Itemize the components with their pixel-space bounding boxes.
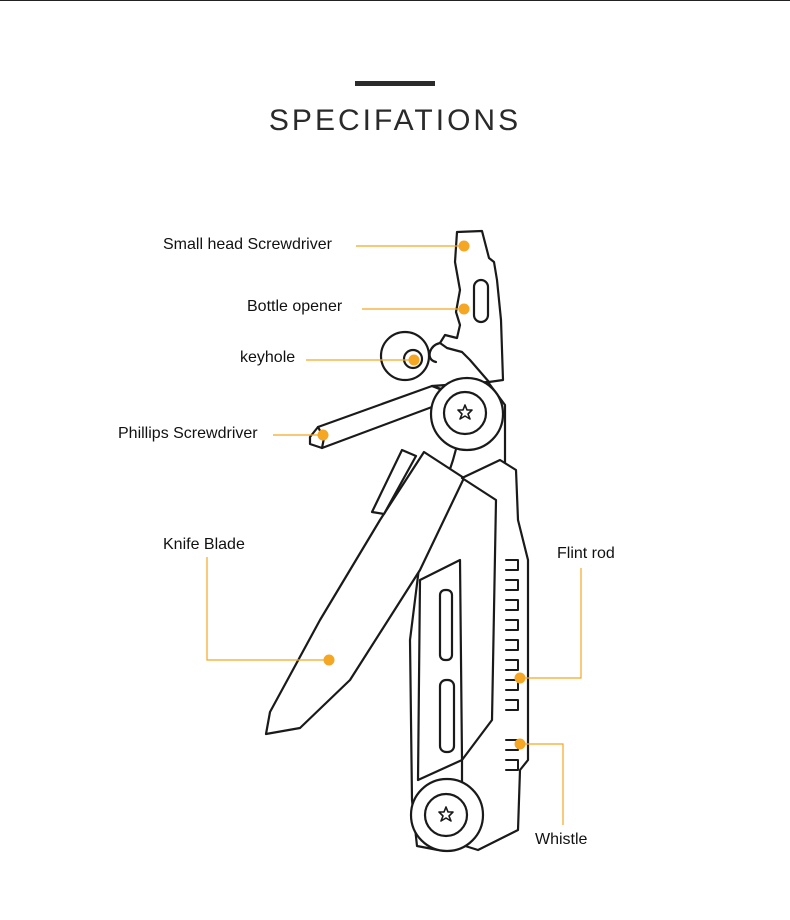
label-whistle: Whistle <box>535 831 588 848</box>
callout-leaders <box>206 245 582 825</box>
label-flint-rod: Flint rod <box>557 545 615 562</box>
title-accent-bar <box>355 81 435 86</box>
top-tool-arm <box>438 229 505 384</box>
leader-flint-rod <box>520 568 582 679</box>
handle-rail <box>416 558 464 782</box>
page-title: SPECIFATIONS <box>268 104 522 137</box>
dot-flint-rod <box>514 672 526 684</box>
knife-blade-shape <box>264 450 466 736</box>
bottle-opener-slot <box>472 278 490 324</box>
bottle-opener-hook <box>428 341 442 364</box>
label-phillips-screwdriver: Phillips Screwdriver <box>118 425 258 442</box>
leader-whistle <box>520 743 564 825</box>
top-divider-line <box>0 0 790 1</box>
leader-knife-blade <box>206 557 329 661</box>
right-handle <box>460 458 530 852</box>
upper-pivot-star <box>457 404 473 420</box>
dot-bottle-opener <box>458 303 470 315</box>
label-small-head-screwdriver: Small head Screwdriver <box>163 236 332 253</box>
label-bottle-opener: Bottle opener <box>247 298 343 315</box>
knife-blade-slot <box>370 448 418 516</box>
phillips-screwdriver-arm <box>308 384 449 450</box>
lower-pivot-star <box>438 806 454 822</box>
callout-dots <box>317 240 526 750</box>
dot-whistle <box>514 738 526 750</box>
handle-slot-lower <box>438 678 456 754</box>
dot-small-head-screwdriver <box>458 240 470 252</box>
dot-phillips-screwdriver <box>317 429 329 441</box>
label-knife-blade: Knife Blade <box>163 536 245 553</box>
multitool-illustration <box>264 229 530 853</box>
dot-knife-blade <box>323 654 335 666</box>
dot-keyhole <box>408 354 420 366</box>
label-keyhole: keyhole <box>240 349 296 366</box>
handle-slot-upper <box>438 588 454 662</box>
